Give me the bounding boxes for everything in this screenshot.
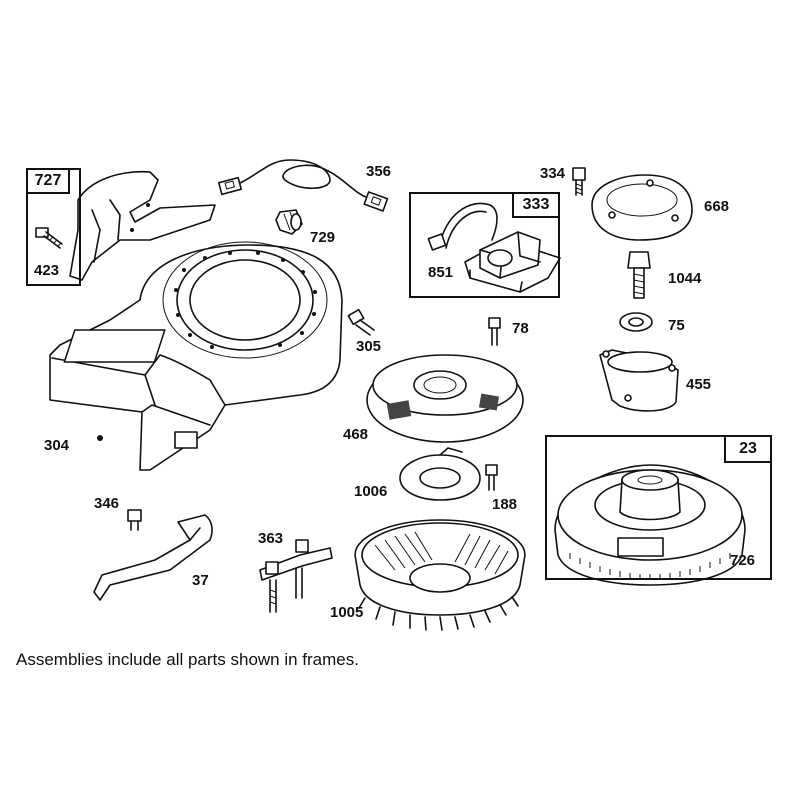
callout-729: 729 [310, 229, 336, 246]
callout-304: 304 [44, 437, 70, 454]
part-468-screen [366, 354, 524, 443]
part-668-plate [591, 174, 693, 241]
callout-1044: 1044 [668, 270, 702, 287]
part-78-screw [488, 317, 501, 346]
part-75-washer [619, 312, 653, 332]
callout-1005: 1005 [330, 604, 364, 621]
callout-468: 468 [343, 426, 369, 443]
part-334-screw [572, 167, 586, 196]
part-356-wire [217, 159, 389, 212]
frame-23-tag: 23 [724, 435, 772, 463]
part-305-screw [347, 308, 375, 336]
part-1005-fan [354, 519, 526, 631]
part-1044-bolt [627, 251, 651, 299]
assemblies-note: Assemblies include all parts shown in fr… [16, 650, 359, 669]
callout-75: 75 [668, 317, 685, 334]
part-346-screw [127, 509, 142, 531]
callout-668: 668 [704, 198, 730, 215]
callout-423: 423 [34, 262, 60, 279]
callout-346: 346 [94, 495, 120, 512]
part-333-ignition-coil [427, 202, 561, 293]
callout-305: 305 [356, 338, 382, 355]
part-304-blower-housing [49, 241, 343, 471]
callout-455: 455 [686, 376, 712, 393]
part-726-flywheel [554, 464, 746, 586]
callout-188: 188 [492, 496, 518, 513]
part-363-bracket [259, 539, 333, 613]
frame-333-tag: 333 [512, 192, 560, 218]
callout-851: 851 [428, 264, 454, 281]
frame-23 [545, 435, 772, 580]
part-188-screw [485, 464, 498, 491]
callout-356: 356 [366, 163, 392, 180]
part-37-bracket [93, 514, 213, 601]
frame-727-tag: 727 [26, 168, 70, 194]
callout-1006: 1006 [354, 483, 388, 500]
callout-78: 78 [512, 320, 529, 337]
part-423-screw [35, 227, 63, 249]
part-727-baffle [69, 170, 216, 281]
callout-726: 726 [730, 552, 756, 569]
callout-363: 363 [258, 530, 284, 547]
callout-334: 334 [540, 165, 566, 182]
callout-37: 37 [192, 572, 209, 589]
part-455-cup [599, 349, 679, 412]
part-1006-retainer [399, 447, 481, 501]
part-729-grommet [275, 209, 303, 235]
frame-333 [409, 192, 560, 298]
